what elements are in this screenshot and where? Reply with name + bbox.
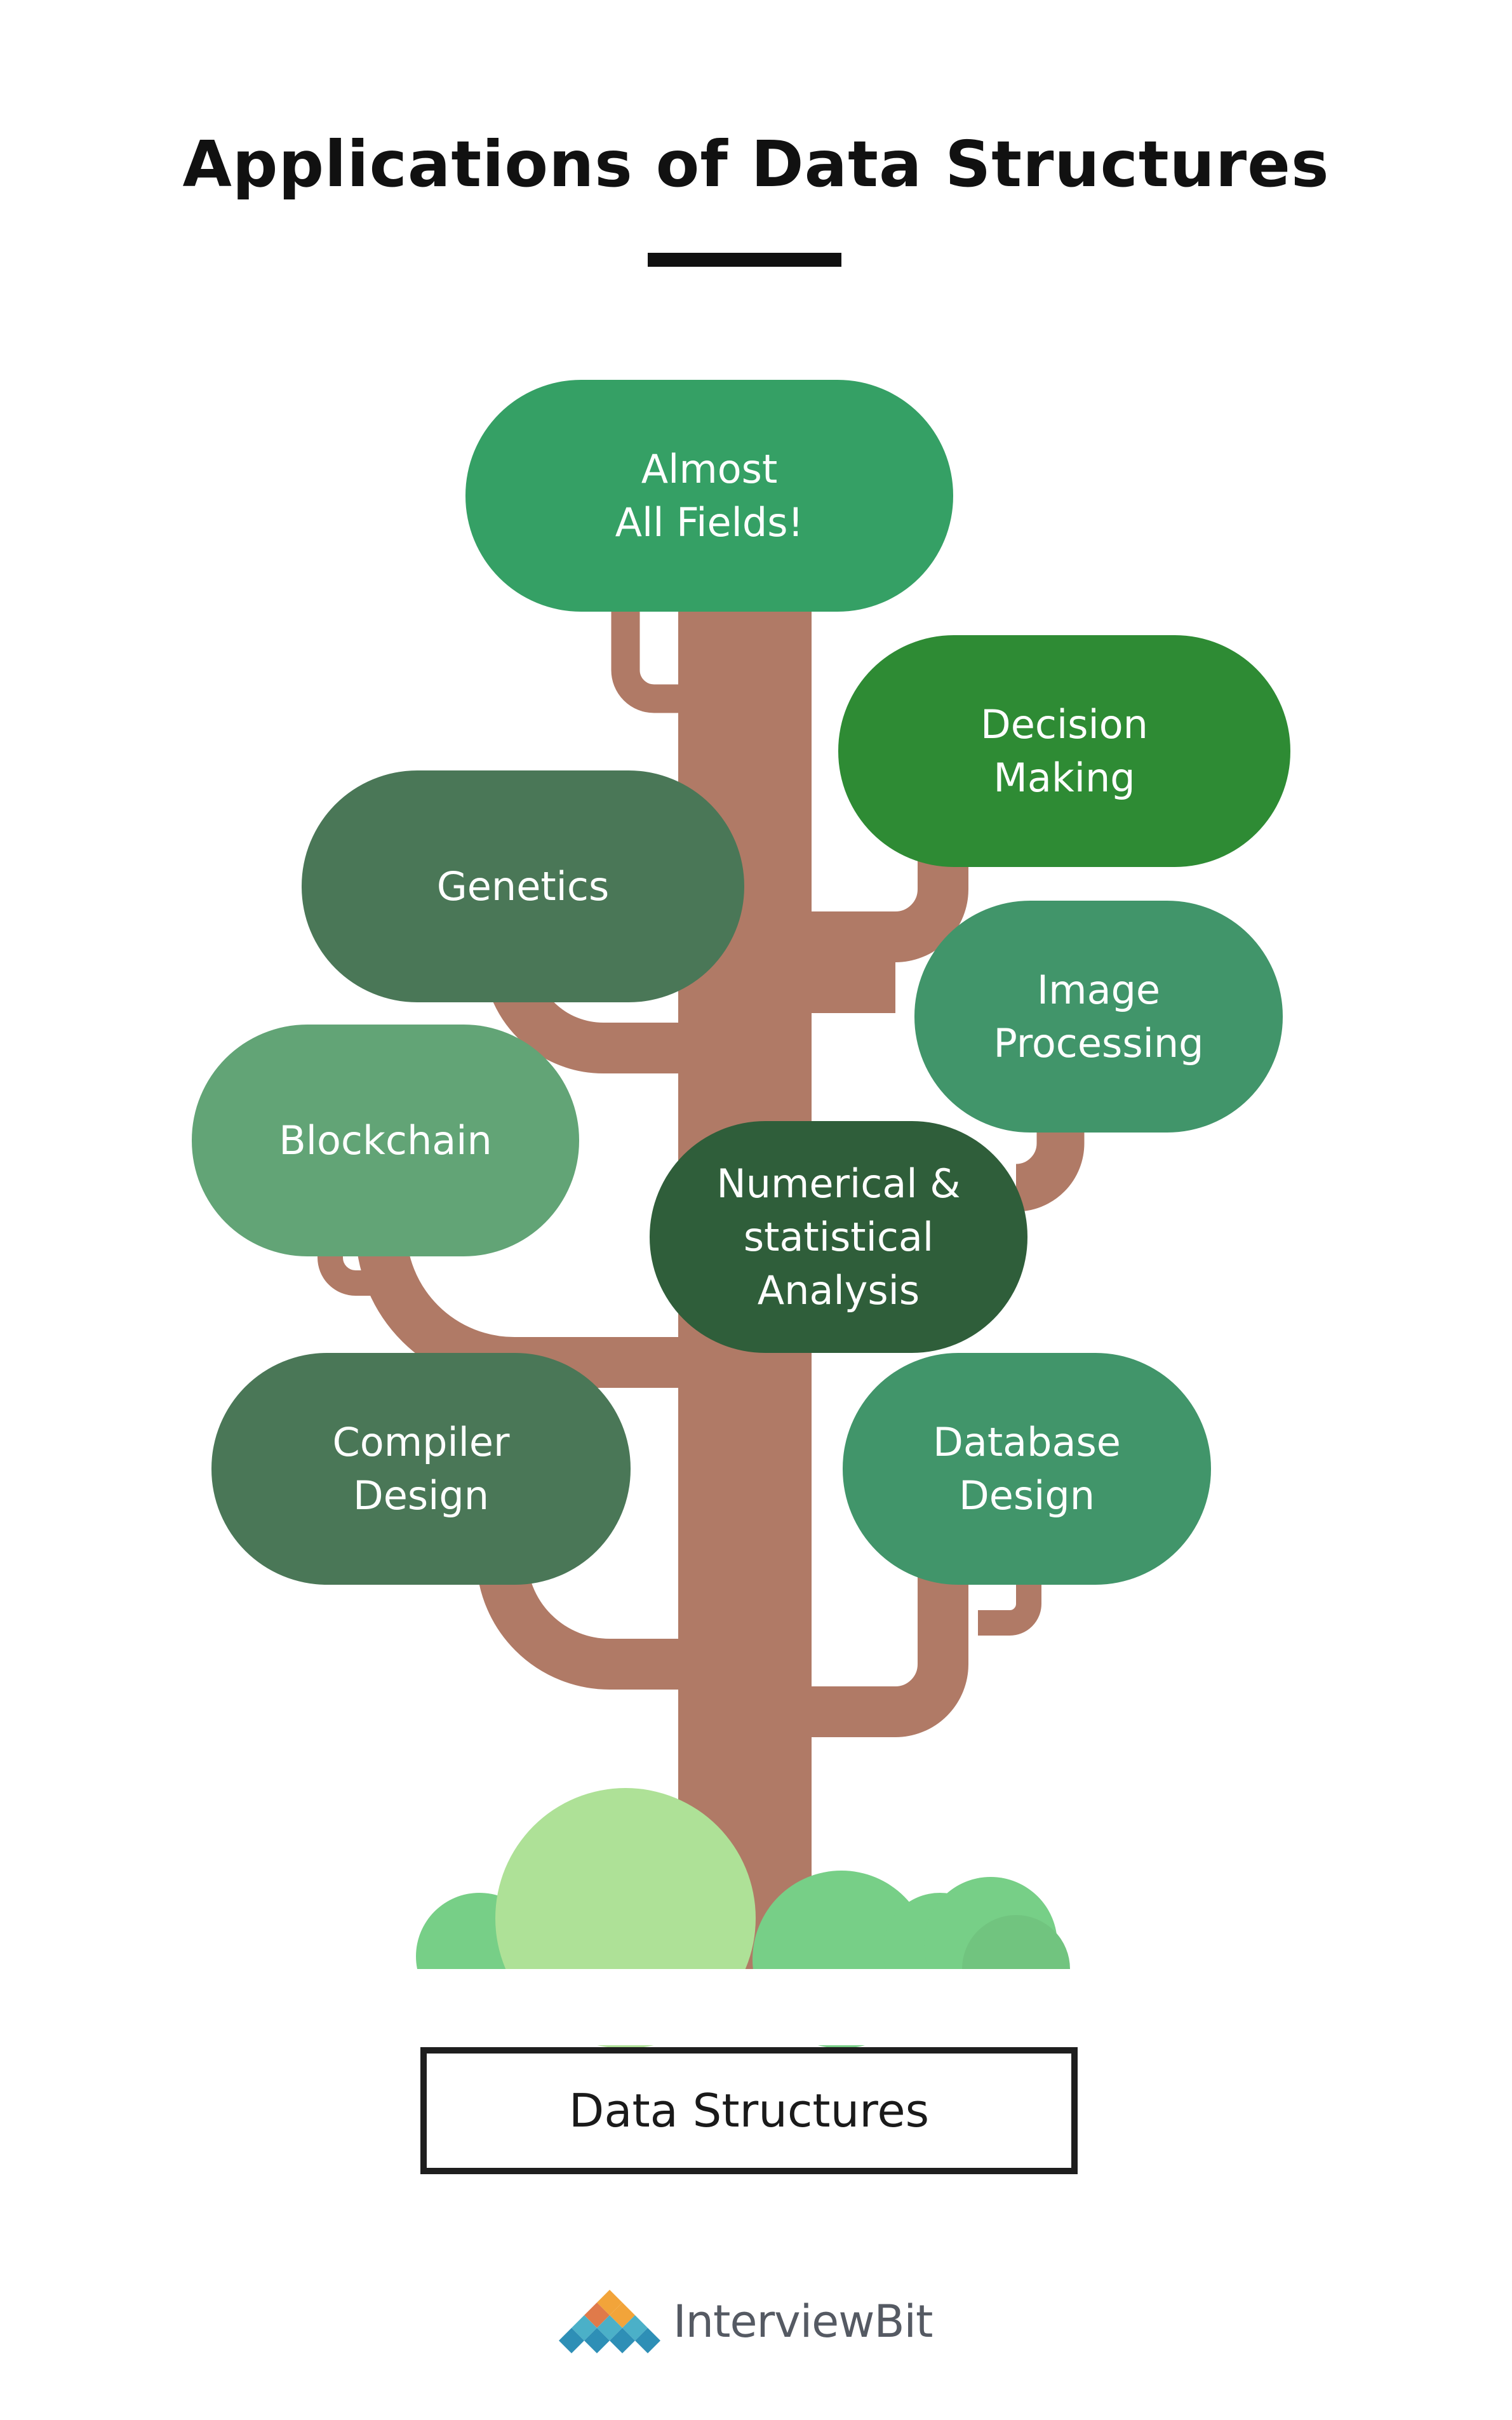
node-almost-all-fields: Almost All Fields! [465, 380, 953, 612]
branch-database [812, 1575, 968, 1737]
root-label-box: Data Structures [420, 2047, 1078, 2174]
branch-database-hook [978, 1575, 1041, 1636]
title-underline [648, 253, 841, 267]
node-decision-making: Decision Making [838, 635, 1290, 867]
branch-decision [812, 857, 968, 962]
ground-cut [381, 1969, 1143, 2045]
logo-diamond-icon [559, 2290, 660, 2353]
page-title: Applications of Data Structures [182, 127, 1330, 201]
node-compiler-design: Compiler Design [211, 1353, 631, 1585]
node-numerical-analysis: Numerical & statistical Analysis [650, 1121, 1027, 1353]
node-blockchain: Blockchain [192, 1025, 579, 1256]
branch-image-hook [1015, 1105, 1085, 1212]
branch-blockchain-hook [318, 1239, 381, 1296]
logo-text: InterviewBit [673, 2296, 933, 2348]
interviewbit-logo: InterviewBit [559, 2274, 953, 2369]
branch-top-left [611, 597, 678, 713]
node-database-design: Database Design [843, 1353, 1211, 1585]
node-genetics: Genetics [302, 770, 744, 1002]
node-image-processing: Image Processing [914, 901, 1283, 1133]
